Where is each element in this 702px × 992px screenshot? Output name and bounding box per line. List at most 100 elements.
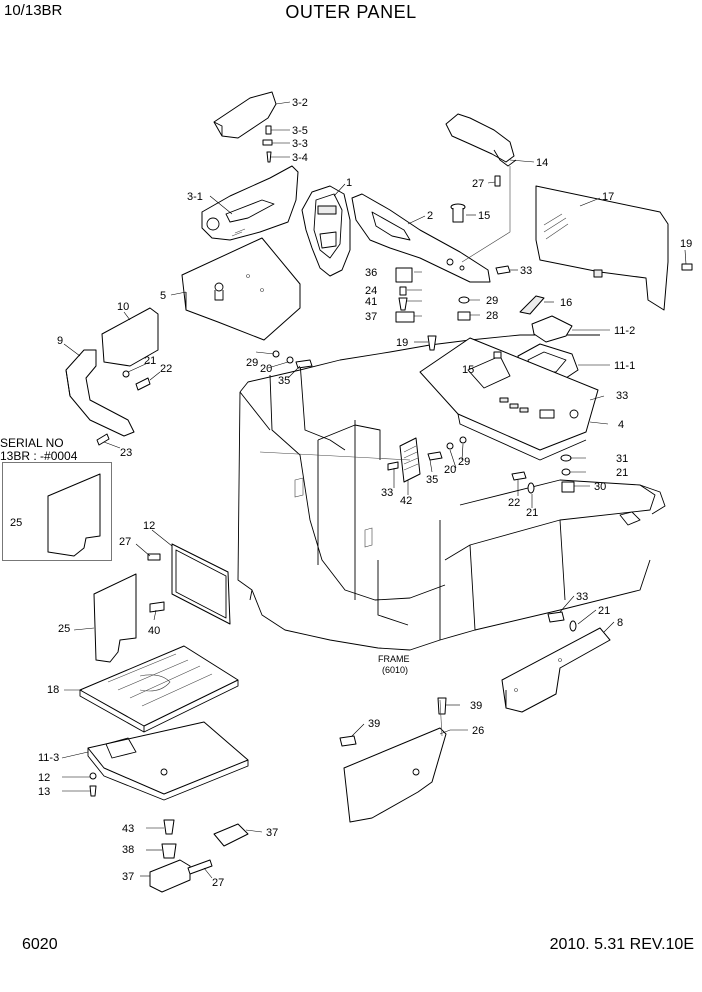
callout-2: 2 xyxy=(427,210,433,222)
frame-label-2: (6010) xyxy=(382,665,408,675)
callout-21-mid: 21 xyxy=(526,507,538,519)
callout-27-upper: 27 xyxy=(472,178,484,190)
page-title: OUTER PANEL xyxy=(285,2,417,22)
serial-note-line1: SERIAL NO xyxy=(0,436,64,450)
callout-3-3: 3-3 xyxy=(292,138,308,150)
callout-6: 8 xyxy=(617,617,623,629)
part-11-3-screw xyxy=(89,785,97,797)
callout-32-upper: 33 xyxy=(520,265,532,277)
part-14-handle-grip xyxy=(445,113,517,167)
callout-13-inset: 15 xyxy=(462,364,474,376)
model-label: 10/13BR xyxy=(4,2,63,19)
callout-22-left: 22 xyxy=(160,363,172,375)
callout-34-mid: 35 xyxy=(426,474,438,486)
callout-3-2: 3-2 xyxy=(292,97,308,109)
part-25-panel xyxy=(93,573,165,663)
callout-27-lower: 27 xyxy=(212,877,224,889)
part-18-floor-mat xyxy=(79,645,239,733)
callout-18: 18 xyxy=(47,684,59,696)
callout-26: 26 xyxy=(472,725,484,737)
callout-19-right: 19 xyxy=(680,238,692,250)
part-2-right-cover xyxy=(351,193,491,283)
callout-28: 28 xyxy=(486,310,498,322)
callout-8: 10 xyxy=(117,301,129,313)
part-26-lower-panel xyxy=(343,727,447,823)
bolt-32-upper xyxy=(495,265,511,275)
callout-11-3: 13 xyxy=(38,786,50,798)
frame-body xyxy=(237,334,666,651)
serial-variant-panel-25 xyxy=(47,473,101,557)
part-11-2-washer xyxy=(89,772,97,780)
callout-3-4: 3-4 xyxy=(292,152,308,164)
part-1-control-handle xyxy=(301,185,351,277)
serial-note: SERIAL NO 13BR : -#0004 xyxy=(0,437,77,463)
part-5-seat-bracket xyxy=(181,237,301,341)
callout-27-mid: 27 xyxy=(119,536,131,548)
callout-29-mid: 29 xyxy=(458,456,470,468)
parts-33-21-hardware xyxy=(547,611,577,632)
parts-35-24-42-36 xyxy=(395,267,415,323)
callout-37-left: 37 xyxy=(122,871,134,883)
callout-32-mid: 33 xyxy=(381,487,393,499)
callout-12: 12 xyxy=(143,520,155,532)
part-6-guard xyxy=(501,627,611,713)
parts-21-22-23-hardware xyxy=(96,370,151,446)
callout-29-left: 29 xyxy=(246,357,258,369)
part-4-floor-plate xyxy=(419,337,599,461)
callout-43: 43 xyxy=(122,823,134,835)
part-11-1-floor-plate xyxy=(87,721,249,801)
callout-39-right: 39 xyxy=(470,700,482,712)
callout-16: 16 xyxy=(560,297,572,309)
callout-20-left: 20 xyxy=(260,363,272,375)
callout-4: 4 xyxy=(618,419,624,431)
callout-10: 11-2 xyxy=(614,325,635,337)
callout-40: 40 xyxy=(148,625,160,637)
callout-11-2: 12 xyxy=(38,772,50,784)
part-3-2-armrest-pad xyxy=(213,91,277,139)
callout-32-right: 33 xyxy=(616,390,628,402)
part-17-rear-panel xyxy=(535,185,669,311)
washer-29 xyxy=(458,296,470,304)
part-15-pin xyxy=(450,203,466,223)
callout-5: 5 xyxy=(160,290,166,302)
callout-21-lower: 21 xyxy=(598,605,610,617)
part-16-strip xyxy=(519,295,545,315)
part-10-pad xyxy=(531,315,573,343)
callout-34-left: 35 xyxy=(278,375,290,387)
serial-variant-box xyxy=(2,462,112,561)
nut-28 xyxy=(457,311,471,321)
callout-25: 25 xyxy=(58,623,70,635)
revision-date: 2010. 5.31 REV.10E xyxy=(549,936,694,953)
callout-38: 38 xyxy=(122,844,134,856)
callout-23: 23 xyxy=(120,447,132,459)
parts-31-21-30-22-20-29-hardware xyxy=(272,335,575,494)
bolt-19-right xyxy=(681,263,693,271)
callout-19-mid: 19 xyxy=(396,337,408,349)
callout-3-1: 3-1 xyxy=(187,191,203,203)
callout-24: 24 xyxy=(365,285,377,297)
callout-15: 15 xyxy=(478,210,490,222)
callout-1: 1 xyxy=(346,177,352,189)
callout-30: 30 xyxy=(594,481,606,493)
serial-note-line2: 13BR : -#0004 xyxy=(0,449,78,463)
tab-13 xyxy=(493,351,502,359)
part-12-cover-plate xyxy=(147,543,231,625)
callout-9: 11-1 xyxy=(614,360,635,372)
callout-11-1: 11-3 xyxy=(38,752,59,764)
callout-labels: 3-2 3-5 3-3 3-4 3-1 1 2 14 27 15 17 19 3… xyxy=(10,97,692,889)
callout-35: 36 xyxy=(365,267,377,279)
callout-29-upper: 29 xyxy=(486,295,498,307)
page-number: 6020 xyxy=(22,936,58,953)
parts-3-3-3-4-3-5-hardware xyxy=(262,125,273,163)
callout-7: 9 xyxy=(57,335,63,347)
callout-39-left: 39 xyxy=(368,718,380,730)
frame-label-1: FRAME xyxy=(378,654,410,664)
callout-21-right: 21 xyxy=(616,467,628,479)
callout-36: 37 xyxy=(365,311,377,323)
part-41-grill xyxy=(387,437,421,483)
callout-14: 14 xyxy=(536,157,548,169)
part-3-1-side-cover xyxy=(201,165,299,241)
part-8-side-bracket xyxy=(101,307,159,367)
callout-21-left: 21 xyxy=(144,355,156,367)
